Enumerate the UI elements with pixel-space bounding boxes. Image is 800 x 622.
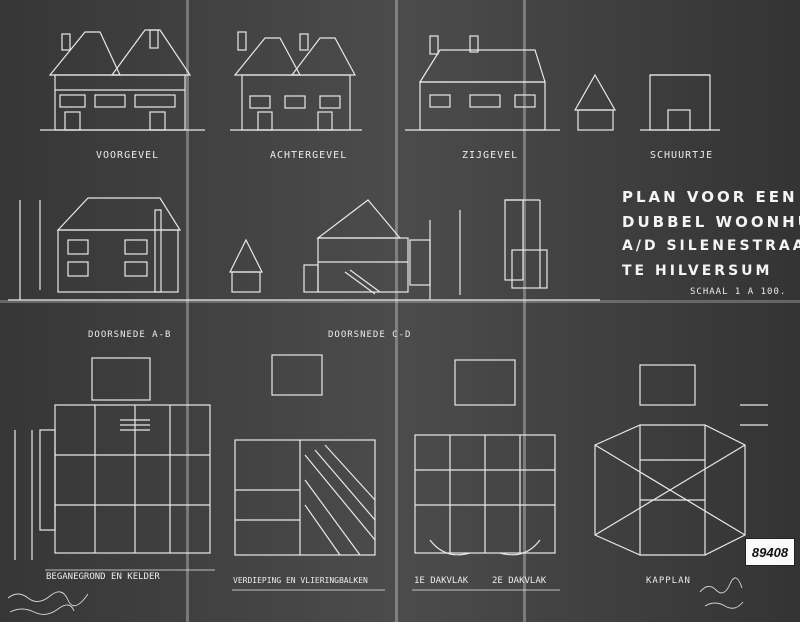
title-line-2: DUBBEL WOONHUIS (622, 213, 800, 231)
title-line-1: PLAN VOOR EEN (622, 188, 798, 206)
rear-elevation-label: ACHTERGEVEL (270, 150, 348, 161)
upper-floor-label: VERDIEPING EN VLIERINGBALKEN (233, 576, 368, 585)
archive-number: 89408 (751, 544, 789, 560)
scale-label: SCHAAL 1 A 100. (690, 287, 787, 297)
section-cd-drawing (303, 199, 548, 300)
ground-floor-plan-drawing (14, 357, 211, 560)
front-elevation-label: VOORGEVEL (96, 150, 160, 161)
roof-plan-drawing (594, 364, 768, 556)
side-elevation-drawing (405, 35, 617, 131)
roof-plan-label: KAPPLAN (646, 576, 691, 586)
second-roof-label: 2E DAKVLAK (492, 576, 547, 586)
front-elevation-drawing (40, 29, 205, 131)
first-roof-label: 1E DAKVLAK (414, 576, 469, 586)
side-elevation-label: ZIJGEVEL (462, 150, 519, 161)
fold-line (0, 300, 800, 303)
section-ab-label: DOORSNEDE A-B (88, 330, 172, 340)
section-ab-drawing (8, 197, 600, 301)
fold-line (523, 0, 526, 622)
roof-floor-plans-drawing (414, 359, 556, 556)
shed-label: SCHUURTJE (650, 150, 714, 161)
fold-line (186, 0, 189, 622)
title-line-4: TE HILVERSUM (622, 263, 773, 279)
upper-floor-plan-drawing (234, 354, 376, 556)
ground-floor-label: BEGANEGROND EN KELDER (46, 572, 160, 582)
section-cd-label: DOORSNEDE C-D (328, 330, 412, 340)
archive-number-stamp: 89408 (745, 538, 795, 566)
rear-elevation-drawing (230, 31, 362, 131)
title-line-3: A/D SILENESTRAAT (622, 238, 800, 254)
shed-elevation-drawing (640, 74, 720, 131)
fold-line (395, 0, 398, 622)
